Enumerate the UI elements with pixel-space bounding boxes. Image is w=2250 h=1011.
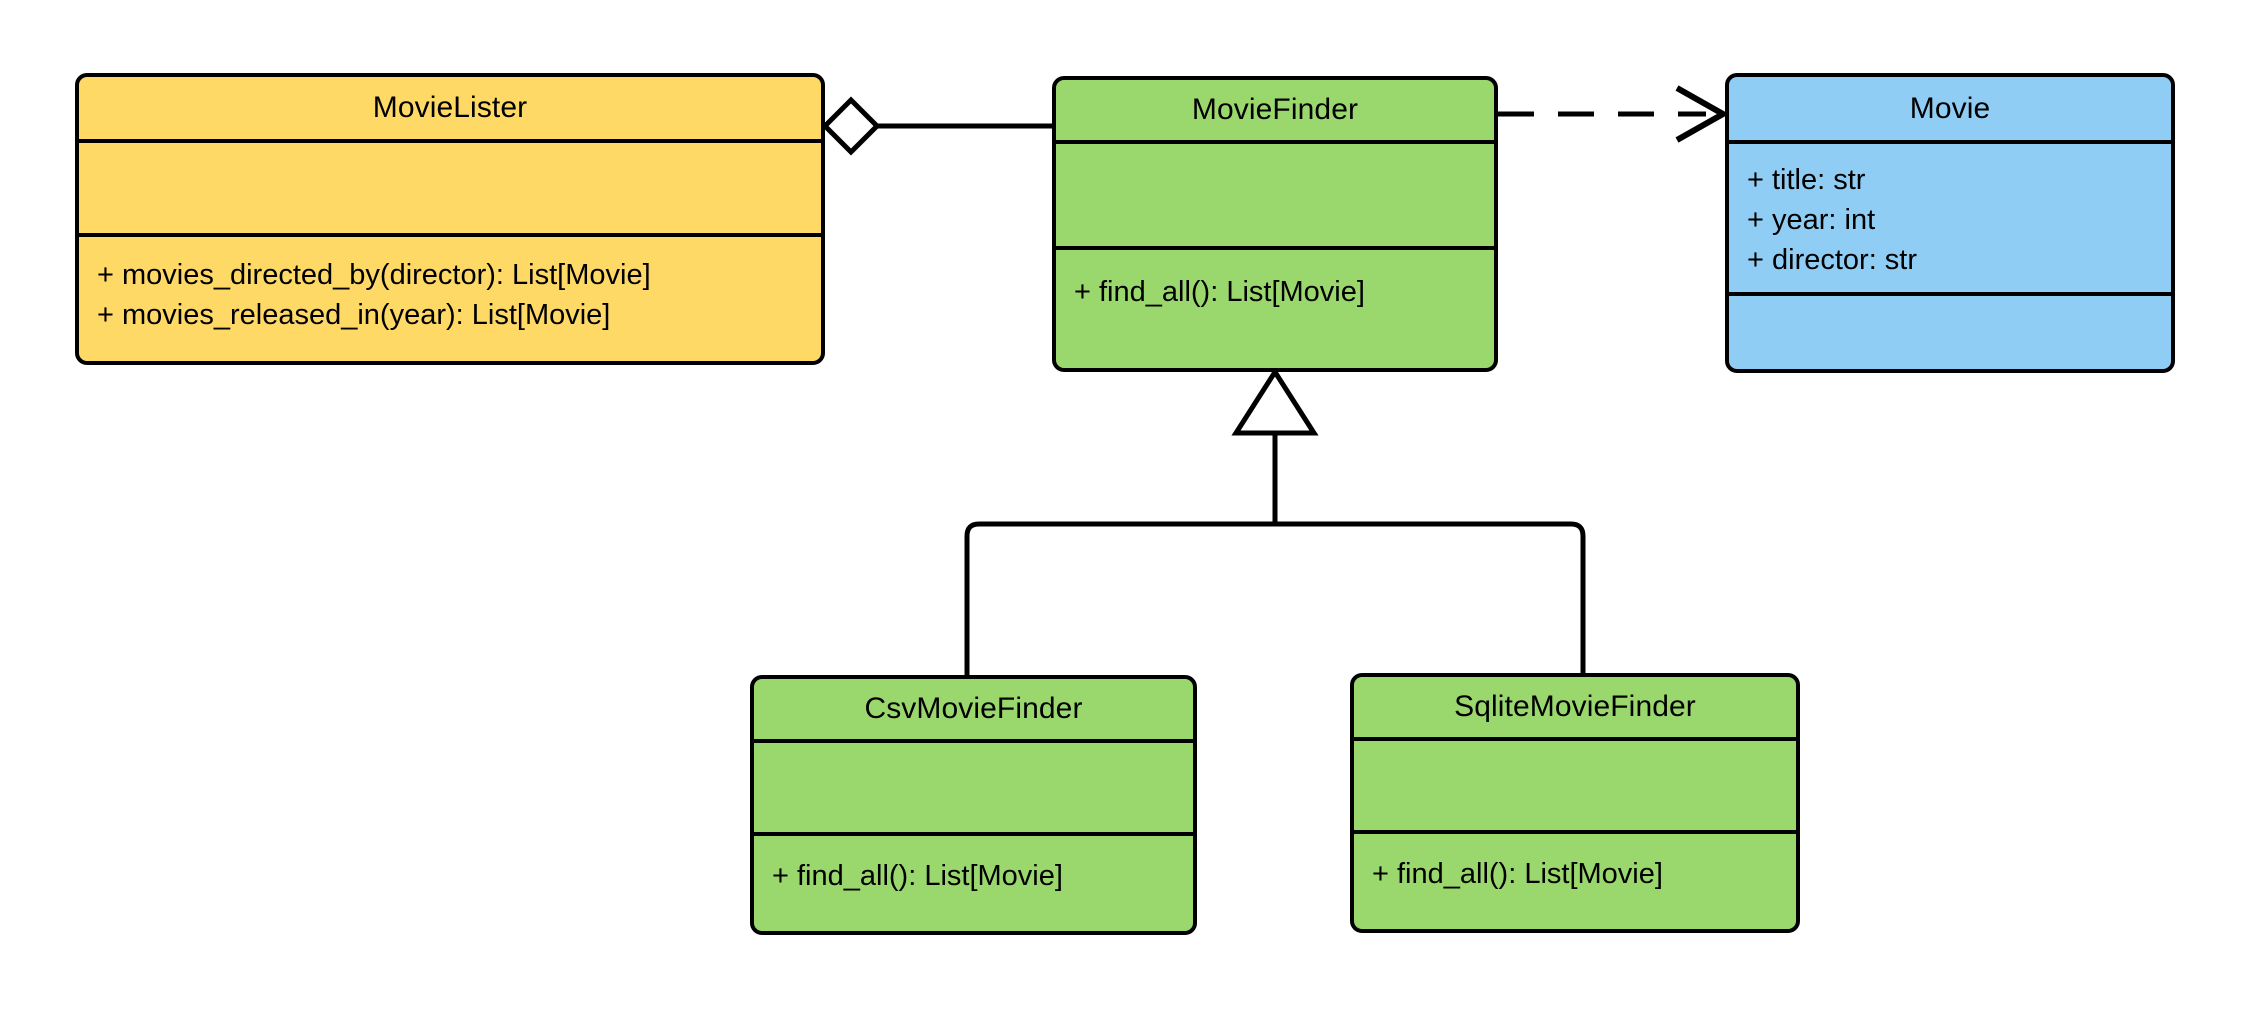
- method-item: + movies_directed_by(director): List[Mov…: [97, 259, 651, 291]
- attributes-compartment-csvmoviefinder: [754, 743, 1193, 836]
- attributes-compartment-movie: + title: str + year: int + director: str: [1729, 144, 2171, 296]
- methods-compartment-moviefinder: + find_all(): List[Movie]: [1056, 250, 1494, 368]
- hollow-triangle-icon: [1231, 367, 1319, 436]
- aggregation-movielister-moviefinder[interactable]: [821, 96, 1052, 156]
- generalization-fork: [964, 521, 1586, 675]
- class-name-csvmoviefinder: CsvMovieFinder: [754, 679, 1193, 743]
- hollow-diamond-icon: [821, 96, 881, 156]
- class-name-moviefinder: MovieFinder: [1056, 80, 1494, 144]
- class-box-csvmoviefinder[interactable]: CsvMovieFinder + find_all(): List[Movie]: [750, 675, 1197, 935]
- class-box-moviefinder[interactable]: MovieFinder + find_all(): List[Movie]: [1052, 76, 1498, 372]
- class-name-movie: Movie: [1729, 77, 2171, 144]
- methods-compartment-movie: [1729, 296, 2171, 369]
- attributes-compartment-moviefinder: [1056, 144, 1494, 250]
- class-box-movie[interactable]: Movie + title: str + year: int + directo…: [1725, 73, 2175, 373]
- method-item: + find_all(): List[Movie]: [1372, 858, 1663, 890]
- methods-compartment-movielister: + movies_directed_by(director): List[Mov…: [79, 237, 821, 361]
- methods-compartment-sqlitemoviefinder: + find_all(): List[Movie]: [1354, 834, 1796, 929]
- method-item: + find_all(): List[Movie]: [1074, 276, 1365, 308]
- methods-compartment-csvmoviefinder: + find_all(): List[Movie]: [754, 836, 1193, 931]
- attributes-compartment-movielister: [79, 143, 821, 237]
- open-arrow-icon: [1675, 85, 1730, 143]
- attributes-compartment-sqlitemoviefinder: [1354, 741, 1796, 834]
- attribute-item: + year: int: [1747, 204, 1876, 236]
- class-box-sqlitemoviefinder[interactable]: SqliteMovieFinder + find_all(): List[Mov…: [1350, 673, 1800, 933]
- class-name-sqlitemoviefinder: SqliteMovieFinder: [1354, 677, 1796, 741]
- attribute-item: + title: str: [1747, 164, 1866, 196]
- class-box-movielister[interactable]: MovieLister + movies_directed_by(directo…: [75, 73, 825, 365]
- method-item: + find_all(): List[Movie]: [772, 860, 1063, 892]
- dependency-moviefinder-movie[interactable]: [1498, 85, 1730, 143]
- class-name-movielister: MovieLister: [79, 77, 821, 143]
- method-item: + movies_released_in(year): List[Movie]: [97, 299, 611, 331]
- generalization-tree-moviefinder[interactable]: [964, 367, 1586, 675]
- attribute-item: + director: str: [1747, 244, 1918, 276]
